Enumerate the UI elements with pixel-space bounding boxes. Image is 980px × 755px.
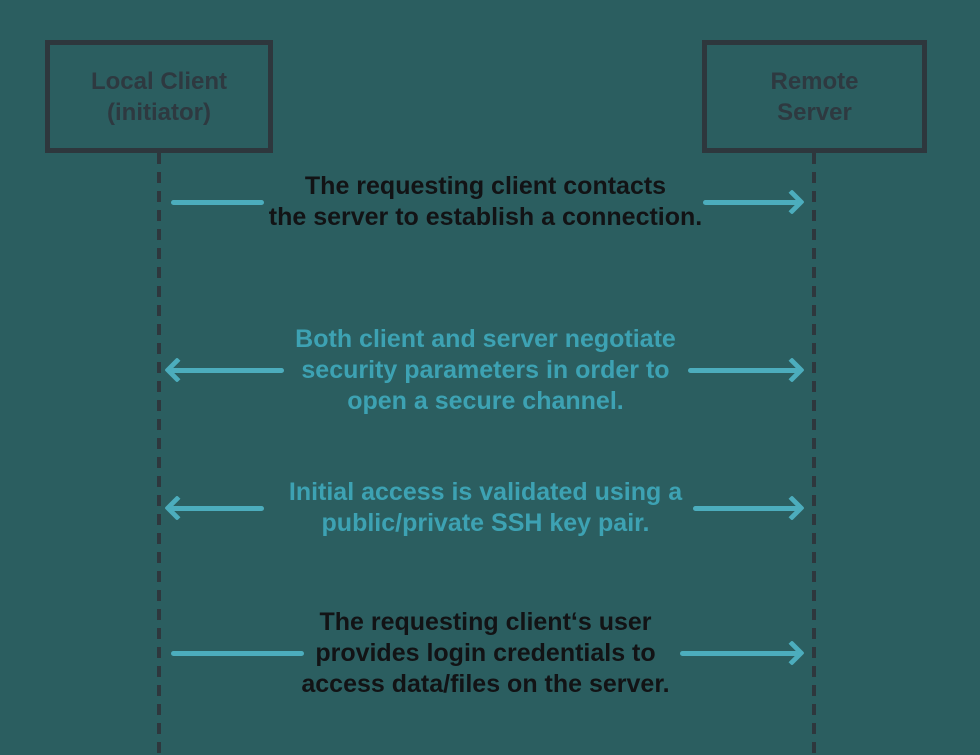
arrow-head-right-icon bbox=[693, 505, 798, 511]
arrow-head-left-icon bbox=[171, 368, 284, 373]
actor-box-local-client: Local Client (initiator) bbox=[45, 40, 273, 153]
arrow-tail-segment bbox=[171, 651, 304, 656]
message-row-login-credentials: The requesting client‘s user provides lo… bbox=[157, 606, 814, 701]
arrow-head-right-icon bbox=[688, 368, 798, 373]
message-text: Both client and server negotiate securit… bbox=[295, 325, 676, 415]
message-text: Initial access is validated using a publ… bbox=[288, 478, 683, 537]
arrow-head-left-icon bbox=[171, 505, 264, 511]
message-row-establish-connection: The requesting client contacts the serve… bbox=[157, 170, 814, 234]
message-text: The requesting client contacts the serve… bbox=[268, 172, 703, 231]
actor-box-remote-server: Remote Server bbox=[702, 40, 927, 153]
lifeline-client bbox=[157, 153, 161, 755]
arrow-head-right-icon bbox=[703, 199, 798, 205]
actor-label-local-client: Local Client (initiator) bbox=[90, 67, 228, 126]
actor-label-remote-server: Remote Server bbox=[770, 67, 859, 126]
arrow-tail-segment bbox=[171, 199, 264, 205]
message-text: The requesting client‘s user provides lo… bbox=[301, 608, 670, 698]
arrow-head-right-icon bbox=[680, 651, 798, 656]
lifeline-server bbox=[812, 153, 816, 755]
message-row-negotiate-security: Both client and server negotiate securit… bbox=[157, 323, 814, 418]
message-row-validate-ssh-keys: Initial access is validated using a publ… bbox=[157, 476, 814, 540]
